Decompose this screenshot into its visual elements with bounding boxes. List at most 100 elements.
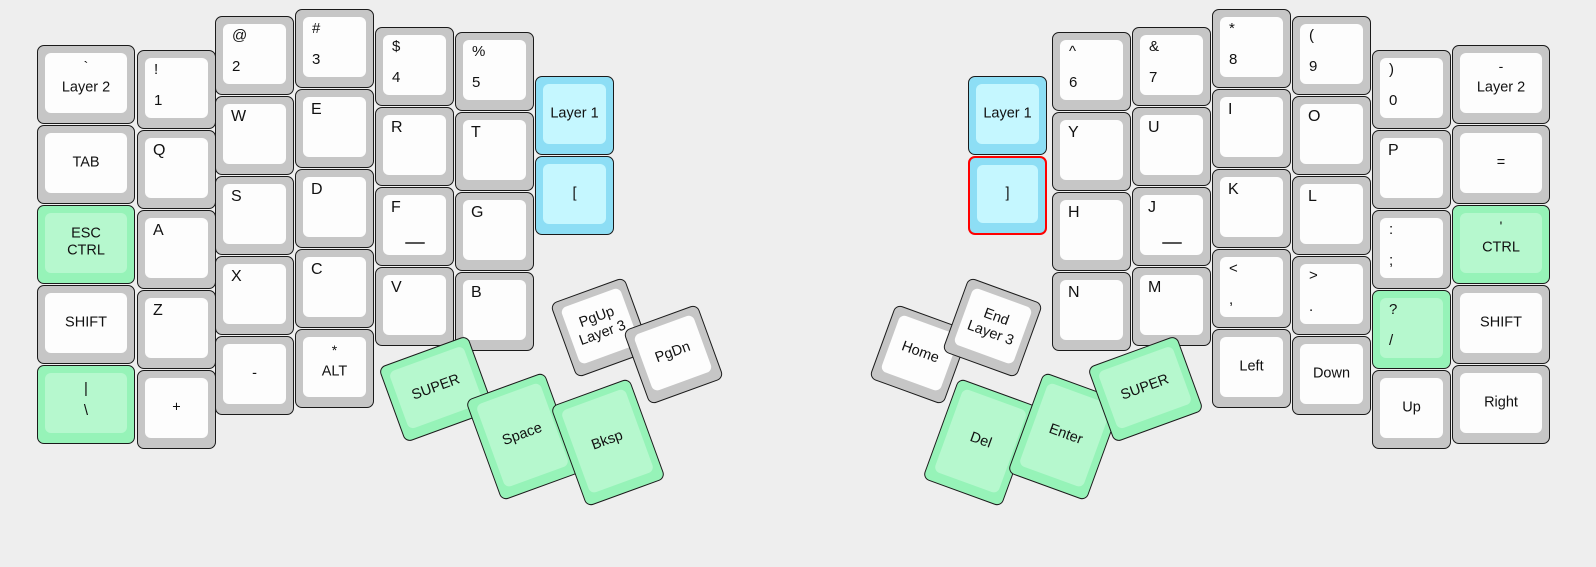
key-l-d[interactable]: D	[295, 169, 374, 248]
keycap-l-a: A	[145, 218, 208, 278]
key-l-2[interactable]: @2	[215, 16, 294, 95]
key-r-shift[interactable]: SHIFT	[1452, 285, 1550, 364]
key-r-h[interactable]: H	[1052, 192, 1131, 271]
keycap-l-esc-ctrl: ESC CTRL	[45, 213, 127, 273]
keycap-r-equals: =	[1460, 133, 1542, 193]
key-l-minus[interactable]: -	[215, 336, 294, 415]
key-l-pipe[interactable]: |\	[37, 365, 135, 444]
key-r-p[interactable]: P	[1372, 130, 1451, 209]
key-r-9[interactable]: (9	[1292, 16, 1371, 95]
key-l-3[interactable]: #3	[295, 9, 374, 88]
key-r-n[interactable]: N	[1052, 272, 1131, 351]
keycap-l-v: V	[383, 275, 446, 335]
key-r-j[interactable]: J	[1132, 187, 1211, 266]
key-l-shift[interactable]: SHIFT	[37, 285, 135, 364]
keycap-r-comma: <,	[1220, 257, 1283, 317]
keycap-r-n: N	[1060, 280, 1123, 340]
key-shifted-legend: -	[1498, 58, 1504, 74]
key-main-legend: R	[391, 119, 403, 136]
key-r-equals[interactable]: =	[1452, 125, 1550, 204]
key-r-y[interactable]: Y	[1052, 112, 1131, 191]
key-r-layer1[interactable]: Layer 1	[968, 76, 1047, 155]
key-r-m[interactable]: M	[1132, 267, 1211, 346]
key-l-r[interactable]: R	[375, 107, 454, 186]
key-r-o[interactable]: O	[1292, 96, 1371, 175]
key-main-legend: ESC CTRL	[67, 225, 105, 259]
key-r-quote-ctrl[interactable]: 'CTRL	[1452, 205, 1550, 284]
keycap-r-6: ^6	[1060, 40, 1123, 100]
keycap-l-layer1: Layer 1	[543, 84, 606, 144]
key-l-w[interactable]: W	[215, 96, 294, 175]
key-r-comma[interactable]: <,	[1212, 249, 1291, 328]
key-l-z[interactable]: Z	[137, 290, 216, 369]
key-r-right[interactable]: Right	[1452, 365, 1550, 444]
key-main-legend: SUPER	[409, 370, 462, 403]
key-l-c[interactable]: C	[295, 249, 374, 328]
key-main-legend: ,	[1229, 291, 1234, 308]
key-main-legend: PgUp Layer 3	[576, 303, 629, 350]
keycap-l-pipe: |\	[45, 373, 127, 433]
keycap-l-c: C	[303, 257, 366, 317]
keycap-r-del: Del	[933, 388, 1028, 495]
keycap-l-layer2: `Layer 2	[45, 53, 127, 113]
key-l-x[interactable]: X	[215, 256, 294, 335]
key-l-g[interactable]: G	[455, 192, 534, 271]
keycap-r-layer2: -Layer 2	[1460, 53, 1542, 113]
key-r-period[interactable]: >.	[1292, 256, 1371, 335]
key-r-down[interactable]: Down	[1292, 336, 1371, 415]
key-shifted-legend: &	[1149, 38, 1160, 55]
key-r-layer2[interactable]: -Layer 2	[1452, 45, 1550, 124]
key-r-k[interactable]: K	[1212, 169, 1291, 248]
key-l-layer1[interactable]: Layer 1	[535, 76, 614, 155]
key-main-legend: 9	[1309, 58, 1318, 75]
key-main-legend: S	[231, 188, 242, 205]
key-l-v[interactable]: V	[375, 267, 454, 346]
key-main-legend: Layer 2	[61, 79, 111, 96]
key-main-legend: Home	[899, 338, 942, 367]
key-l-5[interactable]: %5	[455, 32, 534, 111]
keycap-l-e: E	[303, 97, 366, 157]
key-r-u[interactable]: U	[1132, 107, 1211, 186]
key-main-legend: Up	[1402, 399, 1421, 416]
key-l-e[interactable]: E	[295, 89, 374, 168]
key-r-0[interactable]: )0	[1372, 50, 1451, 129]
key-l-b[interactable]: B	[455, 272, 534, 351]
key-main-legend: Z	[153, 302, 163, 319]
keycap-r-h: H	[1060, 200, 1123, 260]
key-l-s[interactable]: S	[215, 176, 294, 255]
key-r-up[interactable]: Up	[1372, 370, 1451, 449]
keycap-r-j: J	[1140, 195, 1203, 255]
key-main-legend: 6	[1069, 74, 1078, 91]
key-main-legend: V	[391, 279, 402, 296]
key-r-6[interactable]: ^6	[1052, 32, 1131, 111]
key-main-legend: 2	[232, 58, 241, 75]
key-l-t[interactable]: T	[455, 112, 534, 191]
key-main-legend: Enter	[1046, 420, 1085, 448]
key-r-7[interactable]: &7	[1132, 27, 1211, 106]
key-l-lbracket[interactable]: [	[535, 156, 614, 235]
key-r-semicolon[interactable]: :;	[1372, 210, 1451, 289]
key-main-legend: [	[572, 185, 577, 202]
key-main-legend: SUPER	[1118, 370, 1171, 403]
key-r-left[interactable]: Left	[1212, 329, 1291, 408]
key-r-i[interactable]: I	[1212, 89, 1291, 168]
key-l-esc-ctrl[interactable]: ESC CTRL	[37, 205, 135, 284]
keycap-l-pgup: PgUp Layer 3	[560, 287, 640, 366]
key-r-8[interactable]: *8	[1212, 9, 1291, 88]
key-l-f[interactable]: F	[375, 187, 454, 266]
key-l-a[interactable]: A	[137, 210, 216, 289]
key-l-plus[interactable]: +	[137, 370, 216, 449]
key-main-legend: I	[1228, 101, 1233, 118]
key-r-l[interactable]: L	[1292, 176, 1371, 255]
key-l-alt[interactable]: *ALT	[295, 329, 374, 408]
key-r-rbracket[interactable]: ]	[968, 156, 1047, 235]
key-l-4[interactable]: $4	[375, 27, 454, 106]
key-l-tab[interactable]: TAB	[37, 125, 135, 204]
keycap-l-x: X	[223, 264, 286, 324]
key-r-slash[interactable]: ?/	[1372, 290, 1451, 369]
keycap-r-k: K	[1220, 177, 1283, 237]
key-l-layer2[interactable]: `Layer 2	[37, 45, 135, 124]
key-shifted-legend: #	[312, 20, 321, 37]
key-l-1[interactable]: !1	[137, 50, 216, 129]
key-l-q[interactable]: Q	[137, 130, 216, 209]
